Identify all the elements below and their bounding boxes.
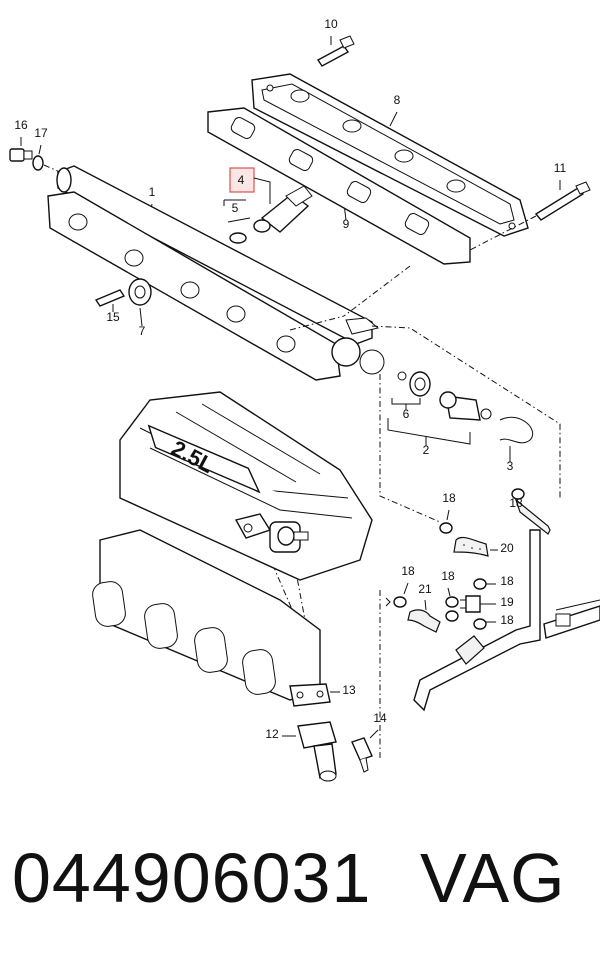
- callout-c14: 14: [373, 711, 387, 725]
- callout-c12: 12: [265, 727, 279, 741]
- clip-3: [499, 416, 534, 462]
- callout-c18c: 18: [401, 564, 415, 578]
- bolt-15: [94, 289, 126, 312]
- callout-c18a: 18: [442, 491, 456, 505]
- clamp-18b: [511, 488, 525, 500]
- hose-long-right: [413, 498, 600, 712]
- callout-c20: 20: [500, 541, 514, 555]
- callout-c15: 15: [106, 310, 120, 324]
- fuel-rail-1: [47, 165, 385, 381]
- cold-start-valve-12: [282, 721, 337, 782]
- callout-c18d: 18: [441, 569, 455, 583]
- clamp-18a: [439, 509, 453, 534]
- hose-20: [453, 536, 498, 557]
- callout-c8: 8: [394, 93, 401, 107]
- callout-c18e: 18: [500, 574, 514, 588]
- highlight-box-4: [229, 167, 255, 193]
- seal-7: [128, 278, 152, 327]
- bolt-11: [469, 180, 591, 251]
- clamp-18f: [473, 618, 496, 630]
- callout-c13: 13: [342, 683, 356, 697]
- clamp-18e: [473, 578, 496, 590]
- bolt-10: [316, 35, 355, 67]
- callout-c6: 6: [403, 407, 410, 421]
- callout-c9: 9: [343, 217, 350, 231]
- bolt-14: [351, 729, 379, 773]
- pressure-regulator-2: [387, 371, 492, 446]
- callout-c1: 1: [149, 185, 156, 199]
- manifold-gasket-9: [207, 107, 471, 265]
- callout-c7: 7: [139, 324, 146, 338]
- part-number-text: 044906031: [12, 839, 372, 917]
- callout-c5: 5: [232, 201, 239, 215]
- callout-c19: 19: [500, 595, 514, 609]
- callout-c3: 3: [507, 459, 514, 473]
- exploded-parts-diagram: 2.5L: [9, 17, 600, 782]
- gasket-13: [289, 683, 340, 707]
- callout-c17: 17: [34, 126, 48, 140]
- clamp-18d: [445, 587, 459, 622]
- callout-c11: 11: [554, 161, 567, 175]
- callout-c18b: 18: [509, 496, 523, 510]
- callout-c16: 16: [14, 118, 28, 132]
- brand-text: VAG: [420, 839, 566, 917]
- clamp-18c: [385, 582, 409, 608]
- callout-c18f: 18: [500, 613, 514, 627]
- callout-c10: 10: [324, 17, 338, 31]
- fuel-rail-cover-8: [251, 73, 529, 237]
- tee-19: [460, 595, 496, 613]
- o-ring-5: [227, 217, 251, 244]
- bolt-16: [9, 137, 33, 162]
- callout-c4: 4: [238, 173, 245, 187]
- intake-manifold: 2.5L: [92, 391, 373, 701]
- hose-21: [407, 599, 441, 633]
- injector-4: [223, 167, 313, 233]
- washer-17: [32, 144, 61, 173]
- callout-c2: 2: [423, 443, 430, 457]
- callout-c21: 21: [418, 582, 432, 596]
